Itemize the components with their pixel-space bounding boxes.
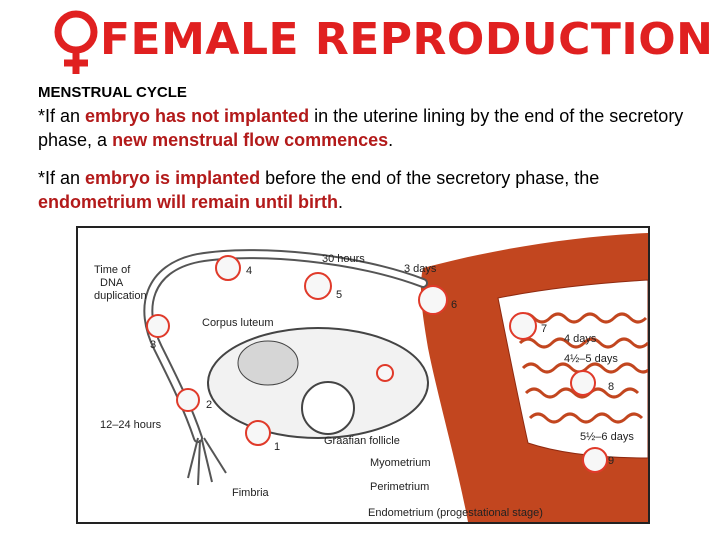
label-corpus-luteum: Corpus luteum	[202, 317, 274, 329]
label-endometrium: Endometrium (progestational stage)	[368, 507, 543, 519]
stage-circle-9	[583, 448, 607, 472]
label-5-6-days: 5½–6 days	[580, 431, 634, 443]
stage-number: 7	[541, 323, 547, 335]
stage-circle-6	[419, 286, 447, 314]
label-4-days: 4 days	[564, 333, 597, 345]
text: before the end of the secretory phase, t…	[260, 168, 599, 188]
label-duplication: duplication	[94, 290, 147, 302]
stage-circle-2	[177, 389, 199, 411]
label-12-24-hours: 12–24 hours	[100, 419, 162, 431]
reproduction-diagram: 1 2 3 4 5 6 7 8 9 Time of DNA duplicatio…	[76, 226, 650, 524]
venus-symbol-icon	[44, 8, 108, 76]
label-time-of: Time of	[94, 264, 131, 276]
stage-number: 1	[274, 441, 280, 453]
stage-number: 4	[246, 265, 252, 277]
paragraph-implanted: *If an embryo is implanted before the en…	[38, 166, 698, 214]
stage-number: 5	[336, 289, 342, 301]
title-block: FEMALE REPRODUCTION	[44, 6, 720, 76]
label-30-hours: 30 hours	[322, 253, 365, 265]
highlight: embryo is implanted	[85, 168, 260, 188]
label-4-5-days: 4½–5 days	[564, 353, 618, 365]
paragraph-not-implanted: *If an embryo has not implanted in the u…	[38, 104, 698, 152]
highlight: new menstrual flow commences	[112, 130, 388, 150]
page-title: FEMALE REPRODUCTION	[100, 14, 714, 65]
corpus-luteum	[238, 341, 298, 385]
highlight: embryo has not implanted	[85, 106, 309, 126]
section-subtitle: MENSTRUAL CYCLE	[38, 84, 187, 101]
text: *If an	[38, 106, 85, 126]
stage-circle-7	[510, 313, 536, 339]
stage-number: 9	[608, 455, 614, 467]
stage-number: 2	[206, 399, 212, 411]
text: .	[338, 192, 343, 212]
stage-circle-8	[571, 371, 595, 395]
graafian-follicle	[302, 382, 354, 434]
fimbria	[188, 438, 226, 485]
stage-circle-ovary	[377, 365, 393, 381]
stage-circle-5	[305, 273, 331, 299]
highlight: endometrium will remain until birth	[38, 192, 338, 212]
text: *If an	[38, 168, 85, 188]
label-dna: DNA	[100, 277, 124, 289]
stage-number: 6	[451, 299, 457, 311]
stage-circle-1	[246, 421, 270, 445]
label-perimetrium: Perimetrium	[370, 481, 429, 493]
stage-circle-3	[147, 315, 169, 337]
label-3-days: 3 days	[404, 263, 437, 275]
label-graafian-follicle: Graafian follicle	[324, 435, 400, 447]
text: .	[388, 130, 393, 150]
diagram-svg: 1 2 3 4 5 6 7 8 9 Time of DNA duplicatio…	[78, 228, 648, 522]
label-fimbria: Fimbria	[232, 487, 270, 499]
stage-circle-4	[216, 256, 240, 280]
label-myometrium: Myometrium	[370, 457, 431, 469]
stage-number: 3	[150, 339, 156, 351]
stage-number: 8	[608, 381, 614, 393]
